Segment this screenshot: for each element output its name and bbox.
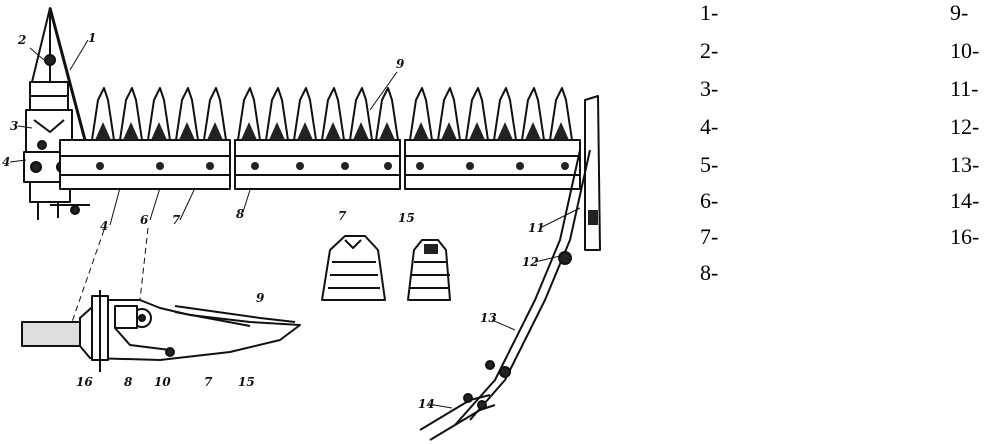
legend-item-1: 1- bbox=[700, 0, 719, 25]
guard-view-7 bbox=[321, 235, 386, 301]
legend-item-3: 3- bbox=[700, 76, 719, 101]
callout-16: 16 bbox=[76, 375, 93, 389]
callout-14: 14 bbox=[418, 397, 435, 411]
callout-9b: 9 bbox=[256, 291, 265, 305]
callout-4b: 4 bbox=[100, 219, 108, 233]
callout-3: 3 bbox=[10, 119, 18, 133]
callout-15a: 15 bbox=[398, 211, 415, 225]
callout-4: 4 bbox=[2, 155, 10, 169]
legend-item-7: 7- bbox=[700, 224, 719, 249]
callout-15b: 15 bbox=[238, 375, 255, 389]
legend-item-6: 6- bbox=[700, 188, 719, 213]
legend-item-5: 5- bbox=[700, 152, 719, 177]
callout-6: 6 bbox=[140, 213, 149, 227]
legend-item-16: 16- bbox=[950, 224, 980, 249]
rivets bbox=[96, 162, 569, 170]
callout-7c: 7 bbox=[204, 375, 213, 389]
leader-lines bbox=[9, 39, 581, 409]
legend-item-4: 4- bbox=[700, 114, 719, 139]
legend-item-14: 14- bbox=[950, 188, 980, 213]
guard-view-15 bbox=[407, 239, 451, 301]
callout-1: 1 bbox=[88, 31, 96, 45]
legend-item-12: 12- bbox=[950, 114, 980, 139]
legend-item-9: 9- bbox=[950, 0, 969, 25]
callout-10: 10 bbox=[154, 375, 171, 389]
legend-item-10: 10- bbox=[950, 38, 980, 63]
callout-7a: 7 bbox=[172, 213, 181, 227]
callout-labels: 1 2 3 4 4 6 7 8 9 7 15 11 12 13 14 9 16 … bbox=[2, 31, 545, 411]
callout-2: 2 bbox=[17, 33, 26, 47]
legend-item-8: 8- bbox=[700, 260, 719, 285]
callout-7b: 7 bbox=[338, 209, 347, 223]
legend-item-2: 2- bbox=[700, 38, 719, 63]
parts-legend: 1- 2- 3- 4- 5- 6- 7- 8- 9- 10- 11- 12- 1… bbox=[700, 2, 1000, 292]
cutter-bar bbox=[59, 139, 581, 190]
legend-item-11: 11- bbox=[950, 76, 979, 101]
knife-sections bbox=[95, 122, 569, 140]
knife-cross-section bbox=[21, 290, 301, 372]
callout-13: 13 bbox=[480, 311, 497, 325]
callout-11: 11 bbox=[528, 221, 545, 235]
callout-12: 12 bbox=[522, 255, 539, 269]
callout-8b: 8 bbox=[124, 375, 133, 389]
callout-9a: 9 bbox=[396, 57, 405, 71]
callout-8a: 8 bbox=[236, 207, 245, 221]
legend-item-13: 13- bbox=[950, 152, 980, 177]
